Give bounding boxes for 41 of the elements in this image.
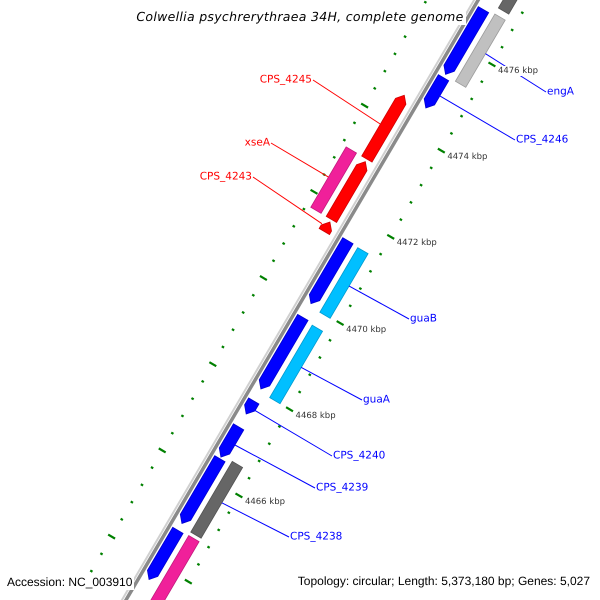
- gene-feature: [361, 94, 406, 163]
- leader-line: [252, 176, 322, 224]
- gene-label: guaA: [363, 394, 390, 406]
- leader-line: [439, 95, 516, 140]
- gene-label: CPS_4240: [333, 450, 386, 462]
- leader-line: [348, 286, 410, 320]
- gene-label: CPS_4239: [316, 482, 368, 494]
- leader-line: [300, 366, 362, 400]
- genome-info-text: Topology: circular; Length: 5,373,180 bp; Genes: 5,027: [296, 574, 592, 589]
- gene-feature: [218, 423, 244, 458]
- gene-label: xseA: [244, 136, 270, 150]
- gene-label: CPS_4238: [290, 530, 342, 544]
- gene-feature: [318, 221, 332, 236]
- gene-label: CPS_4243: [200, 170, 252, 184]
- gene-feature-block: [319, 247, 369, 319]
- leader-line: [270, 142, 329, 178]
- gene-feature: [326, 161, 368, 223]
- gene-feature: [147, 526, 184, 580]
- leader-line: [312, 80, 381, 125]
- gene-feature: [424, 74, 450, 108]
- leader-line: [254, 410, 332, 456]
- gene-feature: [244, 397, 260, 414]
- accession-text: Accession: NC_003910: [5, 575, 134, 590]
- gene-label: engA: [547, 86, 574, 98]
- gene-label: guaB: [410, 312, 437, 326]
- gene-feature-block: [310, 146, 358, 214]
- scale-label: 4468 kbp: [296, 410, 336, 421]
- gene-feature-block: [269, 324, 324, 404]
- scale-label: 4474 kbp: [447, 152, 488, 162]
- scale-label: 4466 kbp: [244, 496, 286, 507]
- gene-feature: [308, 237, 354, 304]
- leader-line: [234, 444, 316, 488]
- scale-label: 4470 kbp: [346, 324, 386, 335]
- gene-label: CPS_4246: [516, 134, 568, 146]
- gene-feature-block: [190, 460, 244, 539]
- scale-label: 4472 kbp: [396, 238, 437, 248]
- gene-feature: [258, 314, 309, 390]
- gene-label: CPS_4245: [260, 74, 312, 86]
- leader-line: [221, 502, 290, 538]
- gene-feature: [180, 455, 226, 524]
- scale-label: 4476 kbp: [498, 66, 538, 76]
